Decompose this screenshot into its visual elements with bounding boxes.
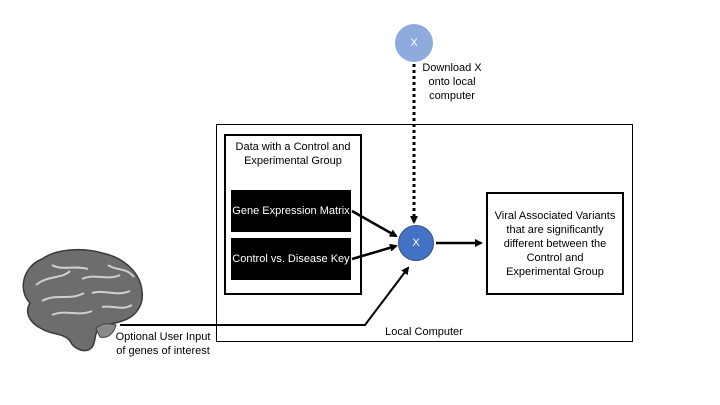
brain-icon bbox=[22, 248, 144, 352]
download-label: Download X onto local computer bbox=[422, 62, 482, 102]
result-text: Viral Associated Variants that are signi… bbox=[494, 209, 616, 278]
user-input-arrow bbox=[120, 266, 410, 326]
x-process-node: X bbox=[398, 225, 434, 261]
gene-expression-matrix-box: Gene Expression Matrix bbox=[231, 190, 351, 232]
control-key-arrow bbox=[351, 243, 398, 261]
control-disease-key-box: Control vs. Disease Key bbox=[231, 238, 351, 280]
local-computer-box bbox=[216, 124, 633, 342]
local-computer-label: Local Computer bbox=[385, 326, 463, 338]
optional-input-label: Optional User Input of genes of interest bbox=[115, 331, 211, 357]
download-x-node: X bbox=[395, 24, 433, 62]
data-group-box bbox=[224, 134, 362, 295]
result-box: Viral Associated Variants that are signi… bbox=[486, 192, 624, 295]
data-group-title: Data with a Control and Experimental Gro… bbox=[235, 141, 351, 167]
gene-matrix-arrow bbox=[351, 209, 398, 238]
